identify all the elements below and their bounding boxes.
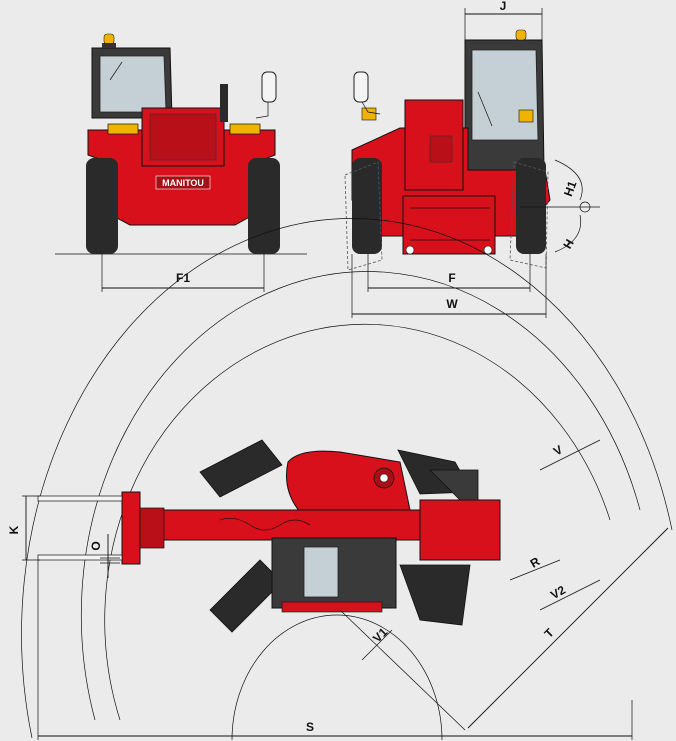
- front-cab-window: [99, 55, 167, 113]
- front-right-tyre: [248, 158, 280, 254]
- small-inner-arc: [231, 614, 443, 741]
- rear-counterweight: [402, 195, 496, 255]
- outer-sweep-arc: [21, 217, 673, 739]
- front-left-tyre: [86, 158, 118, 254]
- front-view: MANITOU F1: [55, 33, 307, 292]
- top-wheel-rear-lower: [209, 559, 283, 633]
- top-fork-upper: [37, 495, 123, 502]
- front-exhaust: [220, 84, 228, 122]
- top-wheel-rear-upper: [199, 439, 283, 498]
- top-view: K O V R V2 T V1 S: [7, 217, 673, 741]
- inner-sweep-arc: [80, 271, 641, 721]
- rear-right-tyre: [516, 158, 546, 254]
- rear-mirror: [353, 71, 369, 103]
- front-logo-plate: [155, 175, 211, 190]
- rear-cab-window: [471, 49, 539, 141]
- rear-left-tyre: [352, 158, 382, 254]
- label-R: R: [528, 554, 543, 571]
- front-mirror: [261, 71, 277, 103]
- rear-beacon: [515, 29, 527, 41]
- label-H1: H1: [561, 179, 580, 199]
- front-beacon: [103, 33, 115, 45]
- top-wheel-front-lower: [399, 564, 471, 626]
- label-K: K: [7, 525, 21, 534]
- label-F: F: [448, 271, 455, 285]
- label-V: V: [551, 442, 565, 458]
- top-engine-hood: [286, 450, 411, 513]
- brand-logo: MANITOU: [162, 178, 204, 188]
- top-fork-lower: [37, 554, 123, 561]
- label-T: T: [542, 625, 558, 641]
- label-S: S: [306, 720, 314, 734]
- label-W: W: [446, 297, 458, 311]
- top-fork-carriage: [121, 491, 141, 565]
- label-V2: V2: [548, 583, 568, 603]
- label-J: J: [500, 0, 507, 13]
- top-rear-body: [429, 469, 479, 501]
- top-cab-roof-window: [303, 546, 339, 598]
- label-O: O: [89, 541, 103, 550]
- rear-view: J H1 H F W: [344, 0, 600, 318]
- second-sweep-arc: [104, 323, 611, 721]
